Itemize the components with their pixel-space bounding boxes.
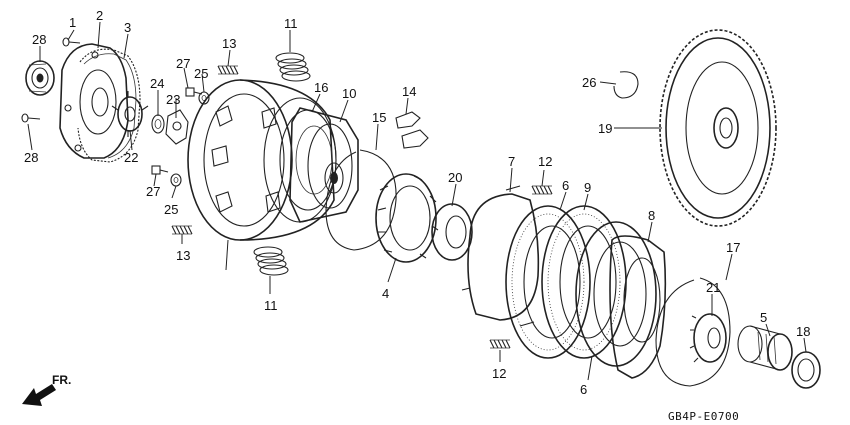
part-gear-19 <box>659 29 777 227</box>
callout-2: 2 <box>96 8 103 23</box>
front-direction-arrow: FR. <box>22 373 71 406</box>
callout-13-bottom: 13 <box>176 248 190 263</box>
callout-16: 16 <box>314 80 328 95</box>
part-spring-11-bottom <box>253 246 289 276</box>
callout-28-top: 1 <box>69 15 76 30</box>
callout-20: 20 <box>448 170 462 185</box>
callout-25-bottom: 25 <box>164 202 178 217</box>
callout-8: 8 <box>648 208 655 223</box>
callout-10: 10 <box>342 86 356 101</box>
callout-29: 28 <box>32 32 46 47</box>
callout-21: 21 <box>706 280 720 295</box>
part-hub-20 <box>431 203 473 261</box>
part-spring-11-top <box>275 52 311 82</box>
part-spring-13-top <box>217 65 239 75</box>
part-circlip-15 <box>325 149 397 251</box>
part-screw-28-bottom <box>21 113 41 123</box>
part-washer-24 <box>151 114 165 134</box>
callout-11-bottom: 11 <box>264 298 278 313</box>
part-spring-13-bottom <box>171 225 193 235</box>
leader-lines <box>27 21 807 381</box>
callout-9: 9 <box>584 180 591 195</box>
part-plate-8 <box>609 235 667 379</box>
callout-13-top: 13 <box>222 36 236 51</box>
callout-26: 26 <box>582 75 596 90</box>
part-plate-10 <box>289 107 359 223</box>
part-screw-28-top <box>62 37 81 47</box>
part-disc-6-front <box>505 205 591 359</box>
diagram-code: GB4P-E0700 <box>668 410 739 423</box>
part-shoe-14 <box>395 111 429 149</box>
callout-19: 19 <box>598 121 612 136</box>
callout-12-bottom: 12 <box>492 366 506 381</box>
part-seal-18 <box>791 351 821 389</box>
part-gear-21 <box>689 313 727 363</box>
part-cover-2 <box>59 43 129 159</box>
callout-4: 4 <box>382 286 389 301</box>
part-circlip-17 <box>655 277 731 387</box>
callout-17: 17 <box>726 240 740 255</box>
callout-27-bottom: 27 <box>146 184 160 199</box>
callout-22: 22 <box>124 150 138 165</box>
callout-18: 18 <box>796 324 810 339</box>
front-direction-label: FR. <box>52 373 71 387</box>
part-bearing-29 <box>25 60 55 96</box>
callout-25-top: 25 <box>194 66 208 81</box>
callout-11-top: 11 <box>284 16 298 31</box>
part-washer-25-bottom <box>170 173 182 187</box>
part-circlip-26 <box>613 71 639 99</box>
callout-28-bottom: 28 <box>24 150 38 165</box>
part-needle-bearing-5 <box>737 325 793 371</box>
part-gasket-3 <box>77 48 141 163</box>
callout-6-bottom: 6 <box>580 382 587 397</box>
part-disc-6-rear <box>575 221 657 367</box>
part-bolt-27-bottom <box>151 165 169 175</box>
part-drum-1 <box>187 79 337 241</box>
callout-23: 23 <box>166 92 180 107</box>
callout-27-top: 27 <box>176 56 190 71</box>
callout-24: 24 <box>150 76 164 91</box>
part-spring-12-bottom <box>489 339 511 349</box>
part-plate-7 <box>461 185 540 327</box>
callout-15: 15 <box>372 110 386 125</box>
callouts: 1 2 3 4 5 6 6 7 8 9 10 11 11 12 12 13 13… <box>24 8 810 397</box>
part-cage-4 <box>375 173 439 263</box>
callout-3: 3 <box>124 20 131 35</box>
part-spring-12-top <box>531 185 553 195</box>
callout-6-top: 6 <box>562 178 569 193</box>
part-plate-23 <box>165 109 189 145</box>
callout-7: 7 <box>508 154 515 169</box>
callout-14: 14 <box>402 84 416 99</box>
callout-5: 5 <box>760 310 767 325</box>
callout-12-top: 12 <box>538 154 552 169</box>
